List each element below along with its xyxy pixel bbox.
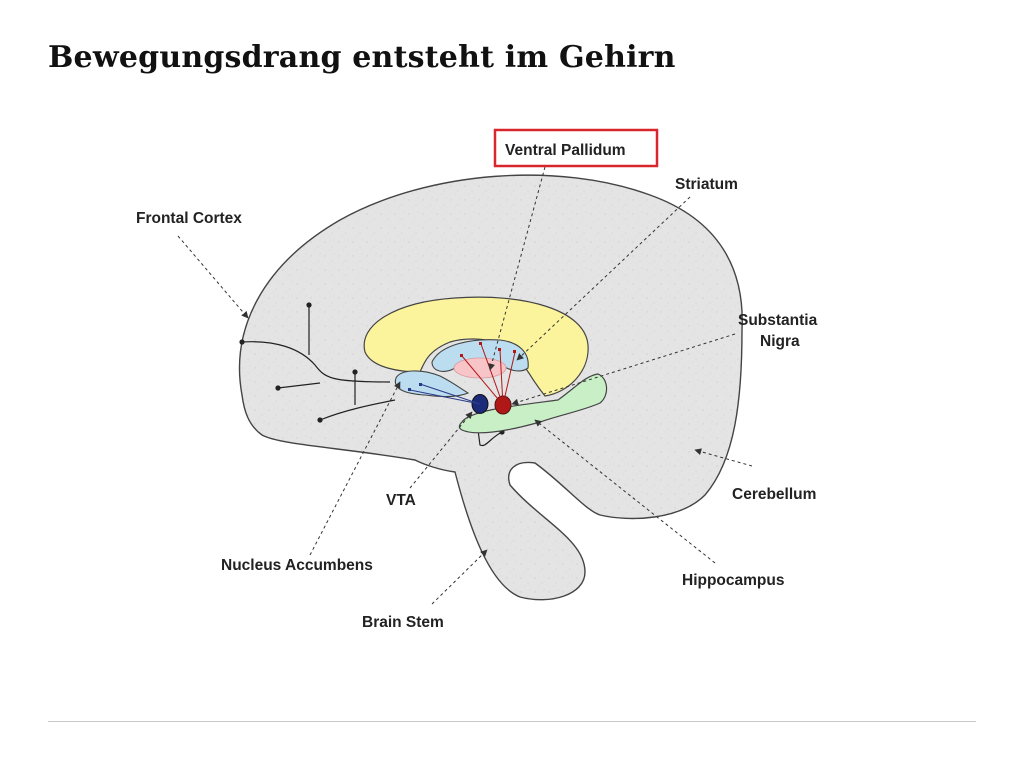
brain-outline — [238, 174, 743, 601]
footer-divider — [48, 721, 976, 722]
striatum-label: Striatum — [675, 176, 738, 193]
frontal-cortex-label: Frontal Cortex — [136, 210, 242, 227]
vta-label: VTA — [386, 492, 416, 509]
ventral-pallidum-label: Ventral Pallidum — [505, 142, 626, 159]
hippocampus-region — [458, 373, 608, 434]
label-leaders — [177, 166, 753, 605]
projection-terminals — [408, 342, 516, 391]
cerebellum-label: Cerebellum — [732, 486, 816, 503]
projection-lines — [409, 343, 516, 406]
slide-title: Bewegungsdrang entsteht im Gehirn — [48, 40, 676, 75]
ventral-pallidum-region — [453, 357, 507, 379]
hippocampus-label: Hippocampus — [682, 572, 784, 589]
caudate-region — [431, 339, 529, 372]
ventral-pallidum-highlight — [493, 128, 659, 168]
substantia-nigra-label-line1: Substantia — [738, 312, 818, 329]
substantia-nigra-label-line2: Nigra — [760, 333, 800, 350]
brain-stem-label: Brain Stem — [362, 614, 444, 631]
nucleus-accumbens-label: Nucleus Accumbens — [221, 557, 373, 574]
